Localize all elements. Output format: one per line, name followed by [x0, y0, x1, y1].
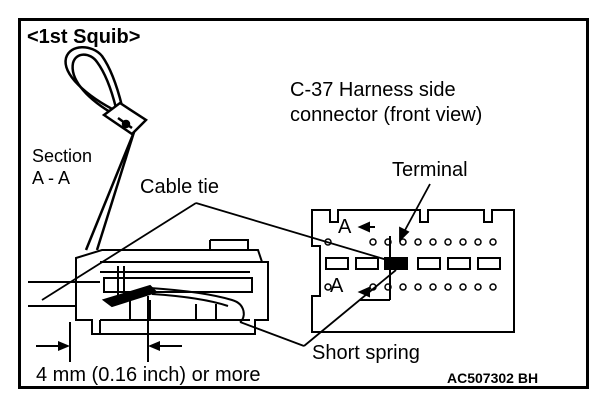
pin-hole	[414, 283, 422, 291]
pin-hole	[399, 238, 407, 246]
connector-pins	[324, 238, 497, 291]
measurement-label: 4 mm (0.16 inch) or more	[36, 364, 261, 386]
short-spring-label: Short spring	[312, 342, 420, 364]
pin-hole	[429, 283, 437, 291]
pin-hole	[444, 238, 452, 246]
leader-lines	[41, 183, 431, 347]
pin-hole	[324, 238, 332, 246]
section-label-line-1: Section	[32, 146, 93, 166]
figure-frame	[18, 18, 589, 389]
pin-hole	[474, 283, 482, 291]
pin-hole	[324, 283, 332, 291]
figure-title: <1st Squib>	[27, 26, 141, 48]
measurement-dimension	[36, 296, 182, 362]
connector-label-line-1: C-37 Harness side	[290, 79, 456, 101]
pin-hole	[399, 283, 407, 291]
pin-hole	[429, 238, 437, 246]
section-marker-top: A	[338, 216, 352, 238]
figure-code: AC507302 BH	[447, 370, 539, 386]
section-label-line-2: A - A	[32, 168, 71, 188]
pin-hole	[369, 283, 377, 291]
pin-hole	[459, 238, 467, 246]
pin-hole	[474, 238, 482, 246]
connector-label-line-2: connector (front view)	[290, 104, 483, 126]
pin-hole	[489, 283, 497, 291]
section-label: Section A - A	[32, 145, 92, 189]
pin-hole	[489, 238, 497, 246]
cable-tie-detail	[64, 46, 148, 251]
section-marker-bottom: A	[330, 275, 344, 297]
pin-hole	[414, 238, 422, 246]
connector-label: C-37 Harness side connector (front view)	[290, 78, 482, 128]
pin-hole	[384, 283, 392, 291]
pin-hole	[384, 238, 392, 246]
cable-tie-label: Cable tie	[140, 176, 219, 198]
c37-connector-front	[311, 209, 515, 333]
pin-hole	[444, 283, 452, 291]
pin-hole	[459, 283, 467, 291]
terminal-label: Terminal	[392, 159, 468, 181]
squib-connector	[28, 239, 269, 335]
pin-hole	[369, 238, 377, 246]
